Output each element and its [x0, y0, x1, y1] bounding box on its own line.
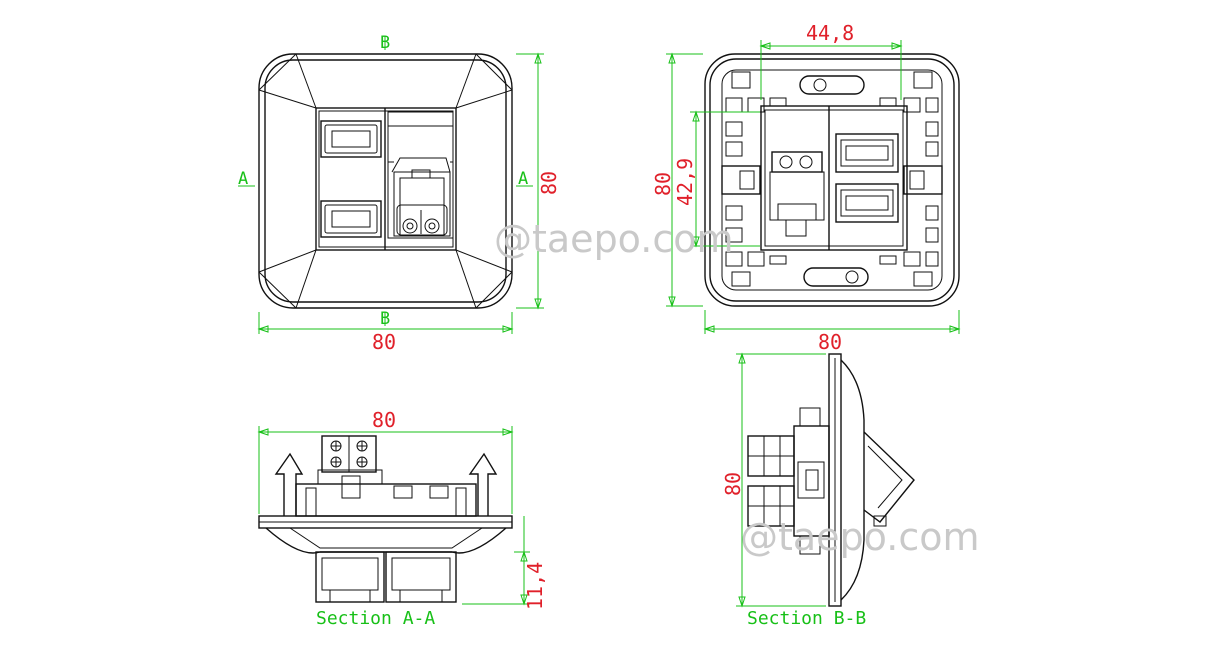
section-marker-right: A	[518, 169, 528, 189]
front-width-dimension: 80	[372, 330, 396, 354]
back-inner-height-dimension: 42,9	[673, 158, 697, 206]
section-bb-height-dimension: 80	[721, 472, 745, 496]
section-aa-width-dimension: 80	[372, 408, 396, 432]
section-aa-caption: Section A-A	[316, 608, 435, 629]
watermark-top: @taepo.com	[494, 217, 734, 261]
section-bb-caption: Section B-B	[747, 608, 866, 629]
section-marker-bottom: B	[380, 309, 390, 329]
section-bb-view: 80 Section B-B	[721, 352, 915, 629]
section-marker-left: A	[238, 169, 248, 189]
back-top-dimension: 44,8	[806, 21, 854, 45]
front-view: B B A A 80 80	[238, 33, 561, 354]
section-marker-top: B	[380, 33, 390, 53]
back-view: 44,8 42,9 80 80	[651, 21, 961, 354]
back-height-dimension: 80	[651, 172, 675, 196]
back-width-dimension: 80	[818, 330, 842, 354]
section-aa-view: 80 11,4 Section A-A	[257, 408, 547, 629]
section-aa-depth-dimension: 11,4	[523, 562, 547, 610]
front-height-dimension: 80	[537, 171, 561, 195]
watermark-bottom: @taepo.com	[740, 515, 980, 559]
